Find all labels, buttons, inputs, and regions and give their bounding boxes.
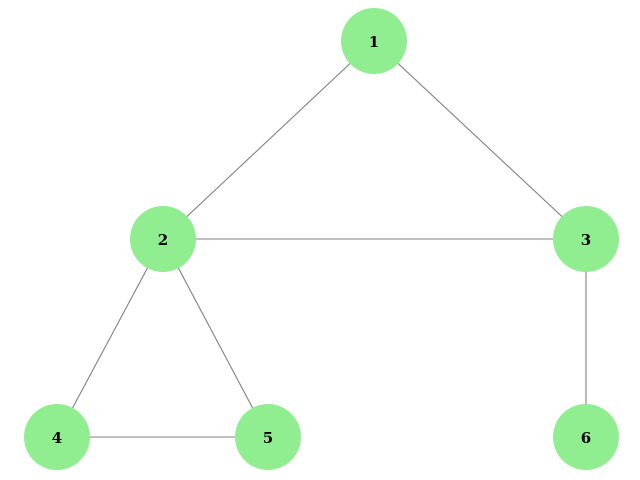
graph-node-6[interactable]: 6 bbox=[553, 404, 619, 470]
graph-edge-1-3 bbox=[373, 40, 587, 240]
graph-edge-2-4 bbox=[56, 238, 164, 438]
graph-edge-1-2 bbox=[162, 40, 375, 240]
node-layer: 1 2 3 4 5 6 bbox=[24, 8, 619, 470]
graph-node-circle-6[interactable] bbox=[553, 404, 619, 470]
graph-node-circle-1[interactable] bbox=[341, 8, 407, 74]
edge-layer bbox=[56, 40, 587, 438]
graph-node-circle-4[interactable] bbox=[24, 404, 90, 470]
graph-node-label-1: 1 bbox=[369, 33, 379, 51]
graph-node-label-2: 2 bbox=[158, 231, 168, 249]
graph-node-4[interactable]: 4 bbox=[24, 404, 90, 470]
graph-node-5[interactable]: 5 bbox=[235, 404, 301, 470]
graph-edge-2-5 bbox=[162, 238, 269, 438]
graph-node-circle-2[interactable] bbox=[130, 206, 196, 272]
graph-node-3[interactable]: 3 bbox=[553, 206, 619, 272]
graph-node-circle-5[interactable] bbox=[235, 404, 301, 470]
graph-node-label-5: 5 bbox=[263, 429, 273, 447]
graph-node-circle-3[interactable] bbox=[553, 206, 619, 272]
graph-node-label-4: 4 bbox=[52, 429, 62, 447]
graph-node-label-3: 3 bbox=[581, 231, 591, 249]
graph-node-2[interactable]: 2 bbox=[130, 206, 196, 272]
graph-node-label-6: 6 bbox=[581, 429, 591, 447]
graph-node-1[interactable]: 1 bbox=[341, 8, 407, 74]
